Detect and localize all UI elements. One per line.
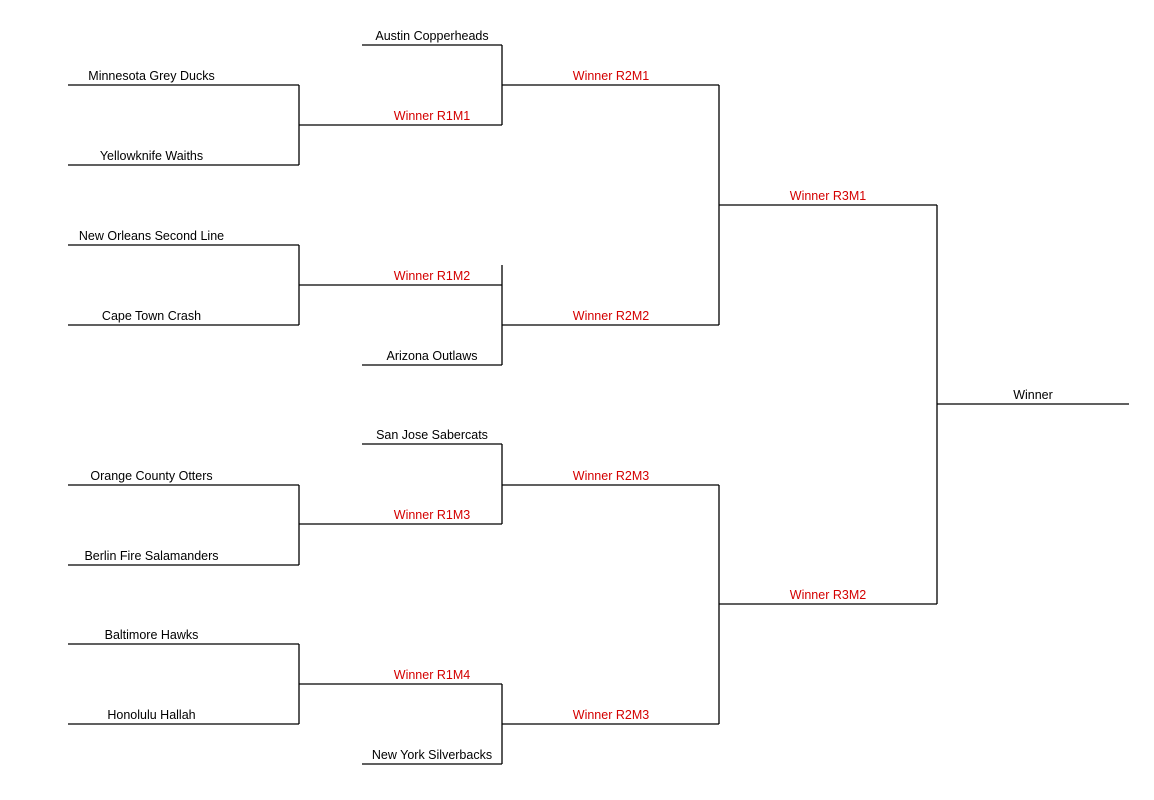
round1-team-label: Berlin Fire Salamanders (84, 549, 218, 563)
final-winner-label: Winner (1013, 388, 1053, 402)
round1-team-label: Orange County Otters (90, 469, 212, 483)
round2-team-label: San Jose Sabercats (376, 428, 488, 442)
round1-team-label: New Orleans Second Line (79, 229, 224, 243)
round2-placeholder-label: Winner R1M4 (394, 668, 470, 682)
round2-team-label: Arizona Outlaws (386, 349, 477, 363)
round1-team-label: Honolulu Hallah (107, 708, 195, 722)
round2-team-label: Austin Copperheads (375, 29, 488, 43)
round2-placeholder-label: Winner R1M2 (394, 269, 470, 283)
round3-placeholder-label: Winner R2M1 (573, 69, 649, 83)
round3-placeholder-label: Winner R2M3 (573, 469, 649, 483)
round2-team-label: New York Silverbacks (372, 748, 492, 762)
round1-team-label: Cape Town Crash (102, 309, 201, 323)
round3-placeholder-label: Winner R2M3 (573, 708, 649, 722)
round1-team-label: Yellowknife Waiths (100, 149, 203, 163)
round2-placeholder-label: Winner R1M1 (394, 109, 470, 123)
bracket-lines (68, 44, 1129, 765)
round1-team-label: Baltimore Hawks (105, 628, 199, 642)
round3-placeholder-label: Winner R2M2 (573, 309, 649, 323)
round4-placeholder-label: Winner R3M1 (790, 189, 866, 203)
round2-placeholder-label: Winner R1M3 (394, 508, 470, 522)
round4-placeholder-label: Winner R3M2 (790, 588, 866, 602)
round1-team-label: Minnesota Grey Ducks (88, 69, 214, 83)
